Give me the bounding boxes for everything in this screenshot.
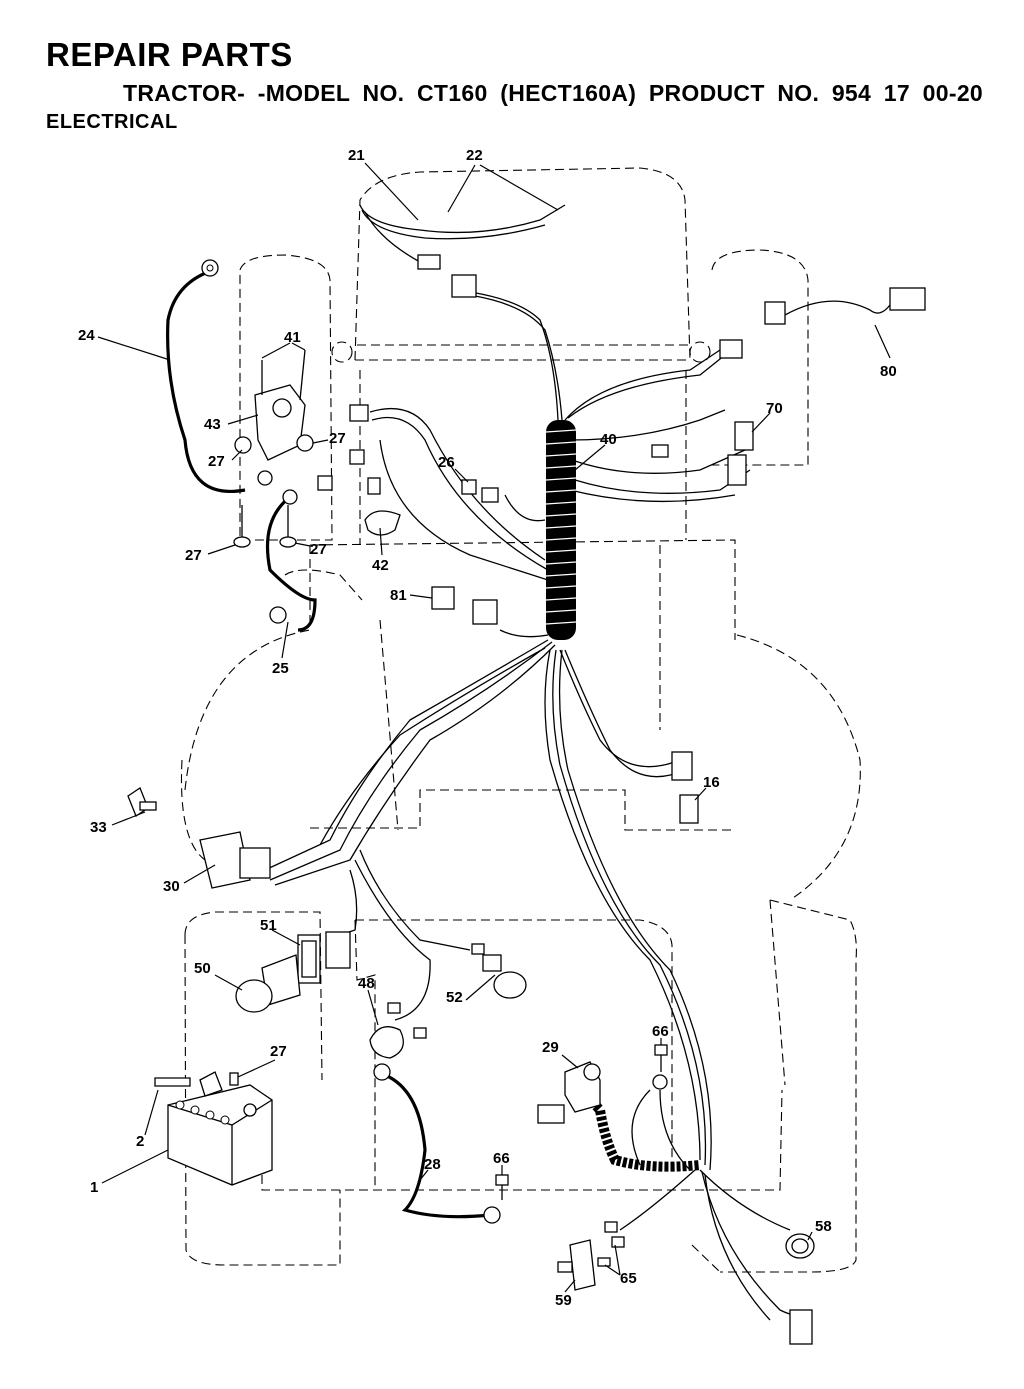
switch-50-51 [235,934,321,1013]
callout-22: 22 [466,147,483,164]
relay-81-icon [431,586,455,610]
ignition-switch-30 [199,831,271,889]
relay-70-icon [734,421,754,451]
battery-cables [166,270,491,1219]
callout-labels: 21 22 24 41 43 27 27 27 27 80 70 40 26 4… [78,147,897,1309]
callout-27: 27 [310,541,327,558]
callout-29: 29 [542,1039,559,1056]
callout-48: 48 [358,975,375,992]
callout-41: 41 [284,329,301,346]
callout-51: 51 [260,917,277,934]
callout-52: 52 [446,989,463,1006]
section-title: ELECTRICAL [46,111,178,133]
callout-28: 28 [424,1156,441,1173]
cable-24 [166,270,246,493]
wire-loom [545,420,701,1172]
callout-42: 42 [372,557,389,574]
cable-28 [384,1073,491,1219]
callout-27: 27 [270,1043,287,1060]
connector-icon [451,274,477,298]
callout-27: 27 [185,547,202,564]
callout-24: 24 [78,327,95,344]
callout-70: 70 [766,400,783,417]
callout-27: 27 [329,430,346,447]
callout-80: 80 [880,363,897,380]
bolt-2-icon [154,1077,191,1087]
callout-16: 16 [703,774,720,791]
wiring-harness [264,204,806,1321]
model-subtitle: TRACTOR- -MODEL NO. CT160 (HECT160A) PRO… [123,80,984,106]
callout-58: 58 [815,1218,832,1235]
lamp-52-icon [493,971,527,999]
callout-66: 66 [493,1150,510,1167]
connectors [317,254,926,1345]
cable-25 [265,495,317,632]
callout-2: 2 [136,1133,144,1150]
callout-21: 21 [348,147,365,164]
callout-81: 81 [390,587,407,604]
callout-33: 33 [90,819,107,836]
callout-43: 43 [204,416,221,433]
connector-16-icon [679,794,699,824]
starter-solenoid [233,349,314,548]
callout-1: 1 [90,1179,98,1196]
tractor-outline [180,167,861,1273]
ignition-key-33 [127,787,157,817]
knob-50-icon [235,979,273,1013]
callout-26: 26 [438,454,455,471]
callout-65: 65 [620,1270,637,1287]
nut-icon [234,436,252,454]
connector-80-icon [889,287,926,311]
seat-switch-29 [537,1061,601,1124]
battery-1 [154,1071,273,1186]
connector-icon [417,254,441,270]
leader-lines [97,162,891,1293]
switch-59-65 [557,1221,625,1291]
callout-50: 50 [194,960,211,977]
callout-59: 59 [555,1292,572,1309]
nut-icon [296,434,314,452]
harness-48-icon [369,1026,404,1059]
diode-42-icon [364,510,401,536]
callout-40: 40 [600,431,617,448]
callout-66: 66 [652,1023,669,1040]
page-title: REPAIR PARTS [46,36,293,73]
callout-27: 27 [208,453,225,470]
callout-25: 25 [272,660,289,677]
hour-meter-58 [785,1233,815,1259]
callout-30: 30 [163,878,180,895]
ring-terminals [201,259,668,1224]
